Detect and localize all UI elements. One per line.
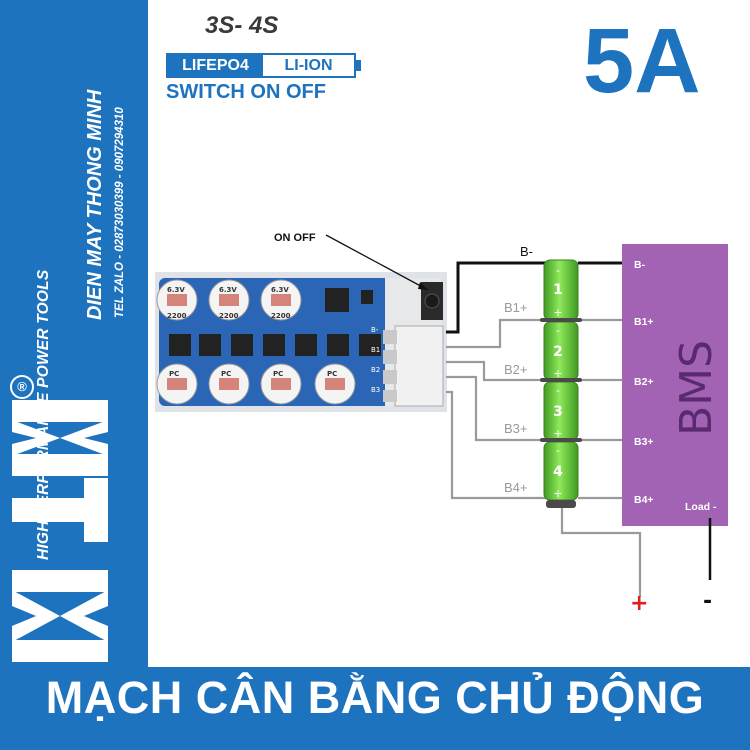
bms-block [622,244,728,526]
registered-mark: ® [10,375,34,399]
capacitor-volt: 6.3V [219,286,237,294]
capacitor-volt: 6.3V [167,286,185,294]
bottom-banner [0,667,750,750]
capacitor-mark: PC [169,370,179,378]
capacitor [314,363,356,405]
left-label-b1: B1+ [504,300,528,315]
cell-plus: + [553,487,562,500]
bms-pin: B3+ [634,436,654,448]
cell-count-label: 3S- 4S [205,12,279,39]
cell-number: 4 [553,464,563,480]
pad-label: B1 [371,346,380,354]
chemistry-lifepo4: LIFEPO4 [168,55,263,76]
b-minus-wire [446,261,546,334]
cell-minus: - [556,444,560,457]
b-minus-label: B- [520,244,533,259]
capacitor-mark: PC [327,370,337,378]
cell-minus: - [556,324,560,337]
mtm-logo [12,400,108,662]
sidebar: ® HIGH PERFORMANCE POWER TOOLS DIEN MAY … [0,0,148,750]
capacitor-text: 2200 [219,312,239,320]
battery-tip-icon [356,60,361,71]
chemistry-liion: LI-ION [284,57,333,74]
capacitor-text: 2200 [271,312,291,320]
left-label-b4: B4+ [504,480,528,495]
cell-plus: + [553,427,562,440]
output-minus: - [703,589,712,614]
left-label-b2: B2+ [504,362,528,377]
wiring-diagram: ON OFF B- B1+ B2+ B3+ B4+ [274,232,728,616]
bms-pin: B2+ [634,376,654,388]
board-photo: 2200 2200 2200 6.3V 6.3V 6.3V PC PC PC P… [155,272,447,412]
capacitor [260,279,302,321]
capacitor-volt: 6.3V [271,286,289,294]
capacitor-mark: PC [273,370,283,378]
cell-number: 1 [553,282,563,298]
cell-plus: + [553,306,562,319]
pad-label: B3 [371,386,380,394]
cell-number: 3 [553,404,563,420]
bms-pin: B4+ [634,494,654,506]
pad-label: B- [371,326,379,334]
capacitor-text: 2200 [167,312,187,320]
output-plus: + [630,591,648,616]
cell-stack: 1 2 3 4 - + - + - + - + [540,259,582,508]
shop-name: DIEN MAY THONG MINH [84,89,106,320]
on-off-label: ON OFF [274,232,316,244]
cell-plus: + [553,367,562,380]
bms-pin: B1+ [634,316,654,328]
capacitor [208,279,250,321]
capacitor-mark: PC [221,370,231,378]
bms-label: BMS [671,340,722,436]
pad-label: B2 [371,366,380,374]
banner-title: MẠCH CÂN BẰNG CHỦ ĐỘNG [45,672,705,723]
left-label-b3: B3+ [504,421,528,436]
shop-contact: TEL ZALO - 02873030399 - 0907294310 [114,107,126,318]
load-minus-pin: Load - [685,501,717,513]
capacitor [156,279,198,321]
chemistry-box: LIFEPO4 LI-ION [166,53,356,78]
cell-number: 2 [553,344,563,360]
bms-pin: B- [634,259,646,271]
cell-minus: - [556,384,560,397]
switch-feature-label: SWITCH ON OFF [166,81,326,103]
on-off-pointer [325,234,429,291]
capacitor [260,363,302,405]
capacitor [156,363,198,405]
cell-minus: - [556,264,560,277]
current-rating: 5A [583,10,701,112]
capacitor [208,363,250,405]
